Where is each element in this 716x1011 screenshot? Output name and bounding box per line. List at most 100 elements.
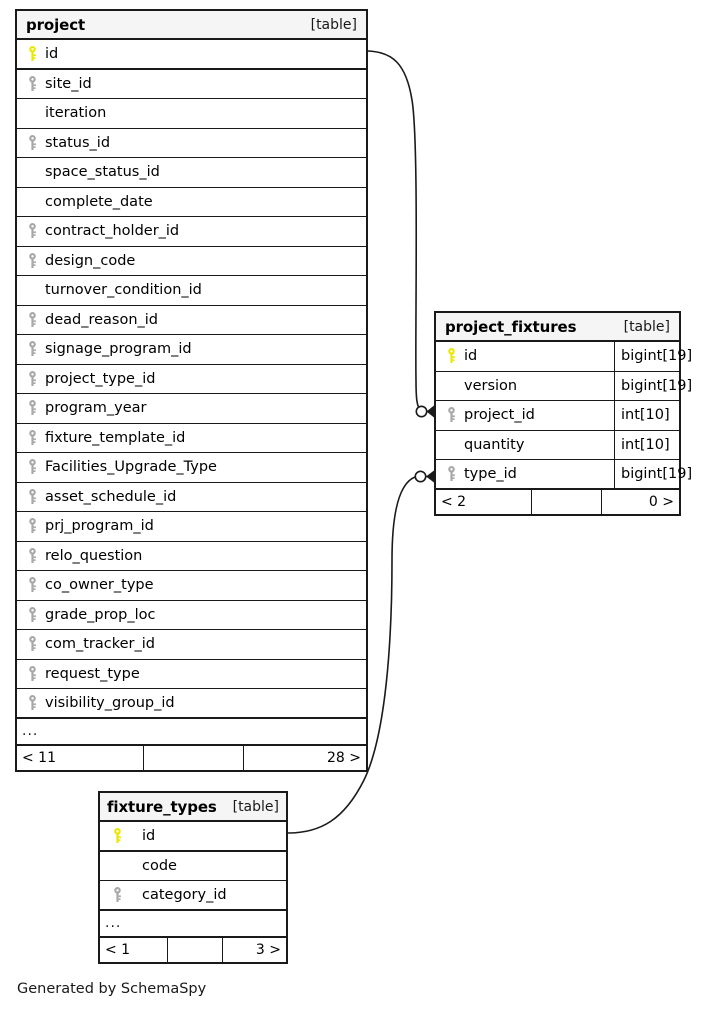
foreign-key-icon bbox=[17, 459, 43, 475]
column-name-cell: id bbox=[436, 342, 615, 371]
column-type: bigint[19] bbox=[621, 348, 693, 365]
table-project-fixtures-title: project_fixtures bbox=[445, 317, 577, 336]
column-row[interactable]: quantity int[10] bbox=[436, 430, 679, 460]
column-row[interactable]: version bigint[19] bbox=[436, 371, 692, 401]
column-label: id bbox=[142, 827, 156, 844]
column-row[interactable]: Facilities_Upgrade_Type bbox=[17, 453, 366, 483]
column-label: quantity bbox=[464, 436, 525, 453]
table-project-fixtures-footer: < 2 0 > bbox=[436, 489, 679, 514]
column-row[interactable]: status_id bbox=[17, 128, 366, 158]
column-row[interactable]: space_status_id bbox=[17, 158, 366, 188]
column-label: contract_holder_id bbox=[45, 223, 180, 240]
foreign-key-icon bbox=[17, 665, 43, 682]
foreign-key-icon bbox=[17, 400, 43, 416]
foreign-key-icon bbox=[17, 518, 43, 534]
column-label: design_code bbox=[45, 252, 136, 269]
column-row[interactable]: prj_program_id bbox=[17, 512, 366, 542]
column-label: id bbox=[464, 348, 478, 365]
column-row[interactable]: asset_schedule_id bbox=[17, 482, 366, 512]
column-label: type_id bbox=[464, 465, 517, 482]
primary-key-icon bbox=[436, 348, 462, 364]
column-label: site_id bbox=[45, 75, 92, 92]
column-type: bigint[19] bbox=[621, 377, 693, 394]
column-row[interactable]: iteration bbox=[17, 99, 366, 129]
column-row[interactable]: request_type bbox=[17, 659, 366, 689]
column-label: Facilities_Upgrade_Type bbox=[45, 459, 217, 476]
outgoing-relationship-count[interactable]: 28 > bbox=[327, 749, 361, 766]
column-label: dead_reason_id bbox=[45, 311, 159, 328]
more-columns-indicator: ... bbox=[100, 911, 286, 938]
outgoing-relationship-count[interactable]: 3 > bbox=[255, 941, 281, 958]
foreign-key-icon bbox=[17, 134, 43, 151]
column-row[interactable]: signage_program_id bbox=[17, 335, 366, 365]
column-label: signage_program_id bbox=[45, 341, 192, 358]
column-row[interactable]: id bbox=[17, 40, 366, 70]
column-row[interactable]: dead_reason_id bbox=[17, 305, 366, 335]
table-project-tag: [table] bbox=[310, 16, 357, 33]
column-row[interactable]: category_id bbox=[100, 881, 286, 911]
foreign-key-icon bbox=[436, 465, 462, 482]
table-project[interactable]: project [table] id site_id iteration bbox=[15, 9, 368, 772]
incoming-relationship-count[interactable]: < 11 bbox=[17, 745, 144, 770]
foreign-key-icon bbox=[436, 407, 462, 423]
primary-key-icon bbox=[100, 827, 130, 844]
column-label: code bbox=[142, 857, 177, 874]
column-name-cell: project_id bbox=[436, 401, 615, 430]
table-fixture-types-tag: [table] bbox=[232, 798, 279, 815]
incoming-relationship-count[interactable]: < 2 bbox=[436, 489, 532, 514]
foreign-key-icon bbox=[17, 75, 43, 92]
footer-middle bbox=[168, 937, 223, 962]
table-project-header: project [table] bbox=[17, 11, 366, 40]
foreign-key-icon bbox=[17, 370, 43, 387]
table-fixture-types-footer: < 1 3 > bbox=[100, 937, 286, 962]
foreign-key-icon bbox=[100, 886, 130, 903]
table-project-fixtures-columns: id bigint[19] version bigint[19] project… bbox=[436, 342, 692, 490]
column-label: version bbox=[464, 377, 518, 394]
incoming-relationship-count[interactable]: < 1 bbox=[100, 937, 168, 962]
column-row[interactable]: project_id int[10] bbox=[436, 401, 679, 431]
column-name-cell: version bbox=[436, 371, 615, 400]
column-row[interactable]: turnover_condition_id bbox=[17, 276, 366, 306]
column-label: id bbox=[45, 45, 59, 62]
column-label: fixture_template_id bbox=[45, 429, 186, 446]
column-row[interactable]: contract_holder_id bbox=[17, 217, 366, 247]
foreign-key-icon bbox=[17, 577, 43, 593]
table-project-footer: < 11 28 > bbox=[17, 745, 366, 770]
outgoing-relationship-count[interactable]: 0 > bbox=[648, 493, 674, 510]
table-project-columns: id site_id iteration status_id space bbox=[17, 40, 366, 719]
column-row[interactable]: complete_date bbox=[17, 187, 366, 217]
column-label: iteration bbox=[45, 105, 107, 122]
foreign-key-icon bbox=[17, 636, 43, 652]
column-label: prj_program_id bbox=[45, 518, 154, 535]
column-row[interactable]: id bbox=[100, 822, 286, 852]
foreign-key-icon bbox=[17, 252, 43, 269]
foreign-key-icon bbox=[17, 694, 43, 711]
column-row[interactable]: com_tracker_id bbox=[17, 630, 366, 660]
table-fixture-types-title: fixture_types bbox=[107, 797, 217, 816]
column-row[interactable]: site_id bbox=[17, 69, 366, 99]
more-columns-indicator: ... bbox=[17, 719, 366, 746]
column-row[interactable]: id bigint[19] bbox=[436, 342, 692, 372]
column-row[interactable]: relo_question bbox=[17, 541, 366, 571]
column-row[interactable]: code bbox=[100, 851, 286, 881]
column-row[interactable]: program_year bbox=[17, 394, 366, 424]
table-project-fixtures[interactable]: project_fixtures [table] id bigint[19] v… bbox=[434, 311, 692, 516]
column-row[interactable]: visibility_group_id bbox=[17, 689, 366, 719]
column-row[interactable]: project_type_id bbox=[17, 364, 366, 394]
table-project-fixtures-header: project_fixtures [table] bbox=[436, 313, 679, 342]
column-row[interactable]: co_owner_type bbox=[17, 571, 366, 601]
table-fixture-types-header: fixture_types [table] bbox=[100, 793, 286, 822]
table-fixture-types-columns: id code category_id bbox=[100, 822, 286, 911]
column-row[interactable]: fixture_template_id bbox=[17, 423, 366, 453]
column-label: com_tracker_id bbox=[45, 636, 155, 653]
column-label: visibility_group_id bbox=[45, 694, 175, 711]
column-row[interactable]: design_code bbox=[17, 246, 366, 276]
column-row[interactable]: type_id bigint[19] bbox=[436, 460, 692, 490]
column-label: grade_prop_loc bbox=[45, 606, 156, 623]
generated-by-credit: Generated by SchemaSpy bbox=[17, 981, 207, 997]
column-label: project_type_id bbox=[45, 370, 156, 387]
column-row[interactable]: grade_prop_loc bbox=[17, 600, 366, 630]
table-fixture-types[interactable]: fixture_types [table] id code category_i… bbox=[98, 791, 288, 964]
footer-middle bbox=[144, 745, 244, 770]
